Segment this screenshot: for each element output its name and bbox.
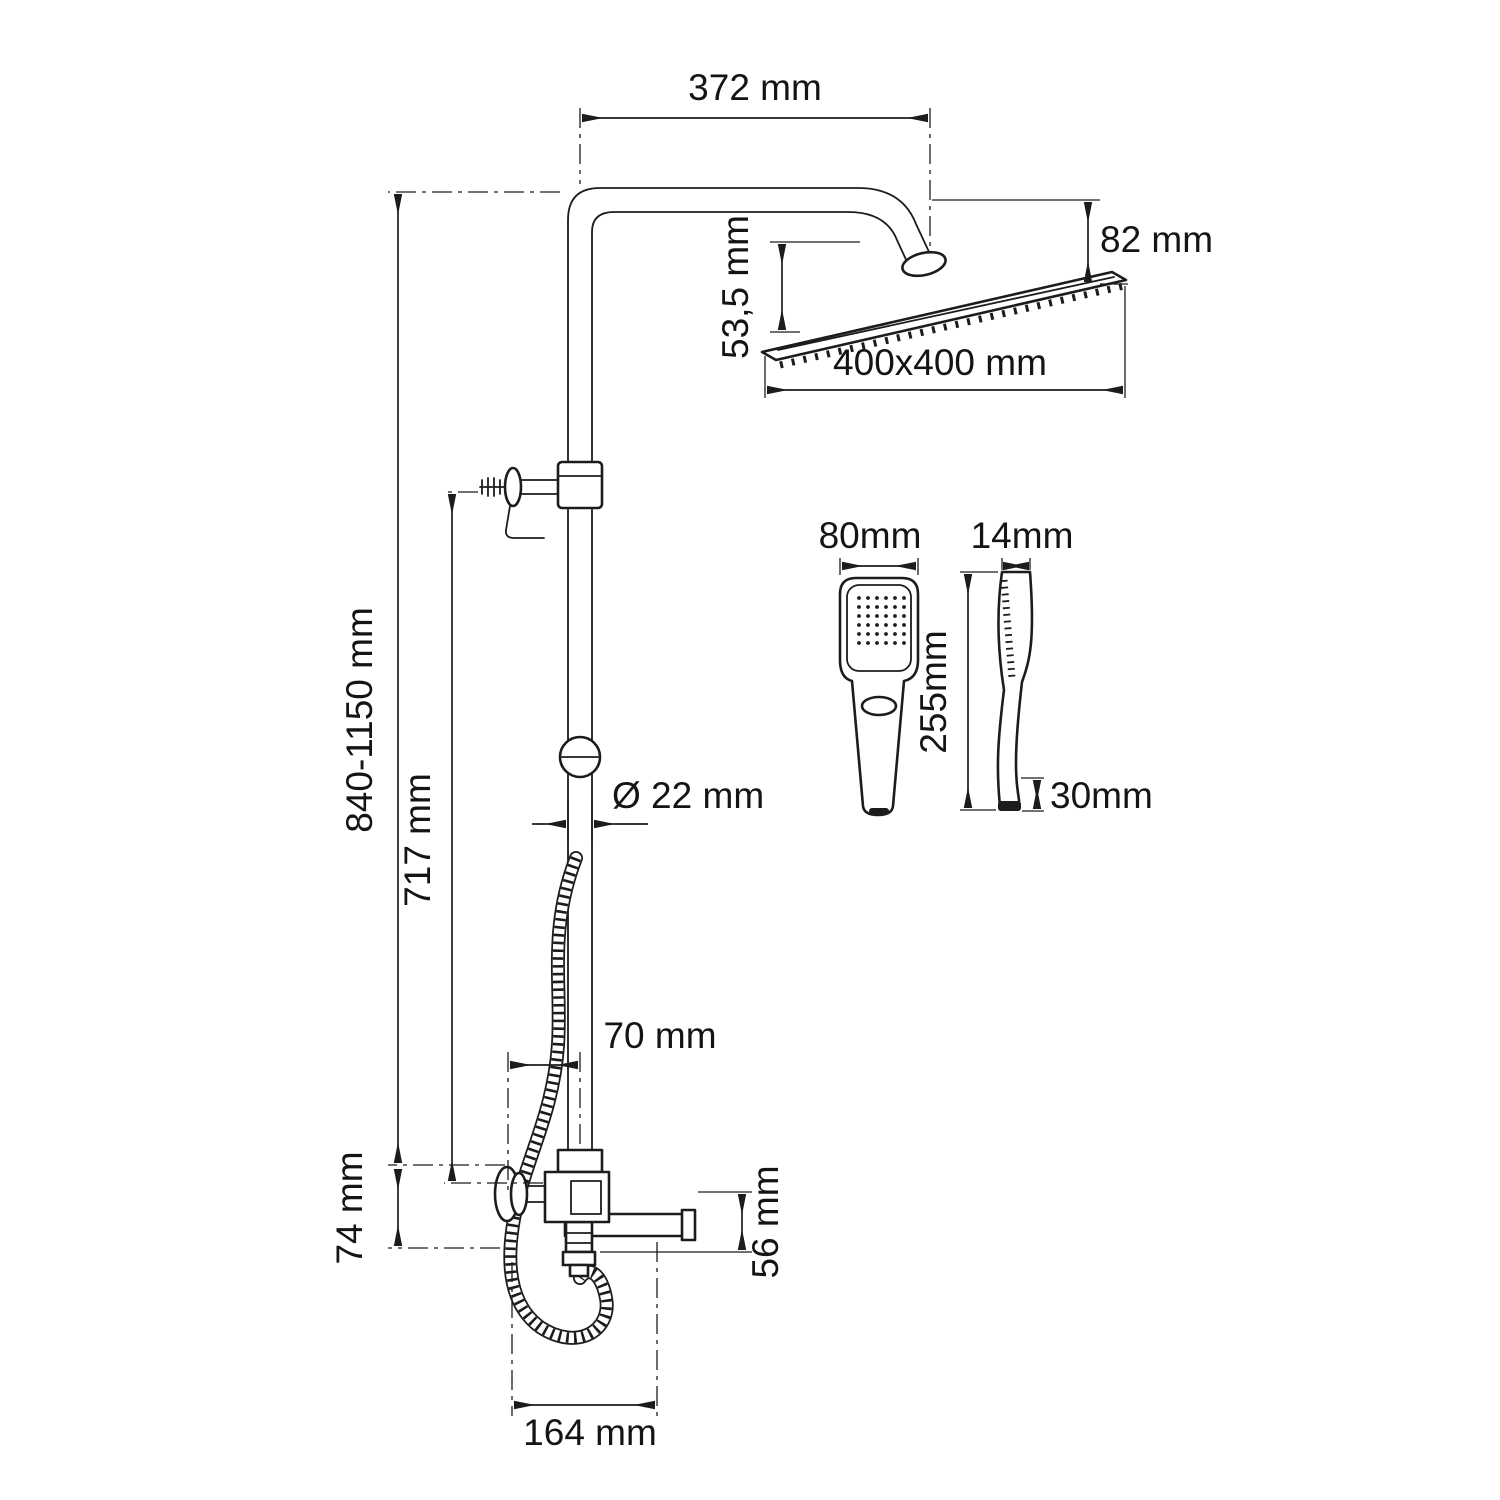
outlet-nut	[561, 1250, 597, 1267]
handle-base-mark	[869, 808, 889, 815]
arm-inner-line	[591, 211, 909, 1161]
side-outline	[996, 570, 1034, 808]
outlet-nipple	[568, 1263, 590, 1278]
dim-handshower-depth-label: 14mm	[971, 515, 1074, 556]
nozzle-grid	[853, 591, 906, 647]
riser-pipe-and-arm	[567, 187, 947, 1161]
spray-face-border	[846, 584, 912, 672]
bracket-collar	[556, 460, 604, 510]
bracket-screw	[479, 477, 506, 497]
dim-head-offset-label: 53,5 mm	[715, 215, 756, 359]
wall-bracket	[479, 460, 604, 539]
hand-shower-side-view	[996, 570, 1034, 811]
diverter-knob	[558, 735, 602, 779]
dim-spout-drop-label: 56 mm	[745, 1165, 786, 1278]
mixer-assembly	[493, 1148, 697, 1278]
side-spray-face-hatch	[1000, 579, 1016, 679]
dim-riser-length-label: 717 mm	[397, 773, 438, 907]
shower-column	[479, 187, 1128, 1345]
head-connector	[901, 250, 947, 278]
overhead-shower-head	[760, 270, 1128, 369]
dim-arm-reach-label: 372 mm	[688, 67, 822, 108]
dim-bracket-offset-label: 70 mm	[603, 1015, 716, 1056]
spout-end-cap	[680, 1208, 697, 1242]
handle-disc-inner	[509, 1171, 529, 1217]
dim-handshower-base-label: 30mm	[1050, 775, 1153, 816]
hose-outlet	[564, 1220, 594, 1254]
head-plate-edge	[777, 276, 1115, 351]
dim-pipe-diameter-label: Ø 22 mm	[612, 775, 764, 816]
dim-head-size-label: 400x400 mm	[833, 342, 1047, 383]
dim-mixer-height-label: 74 mm	[329, 1151, 370, 1264]
mode-button	[860, 695, 898, 717]
mixer-collar	[556, 1148, 604, 1174]
hose-core	[505, 852, 612, 1343]
hand-shower-front-view	[838, 576, 920, 817]
shower-hose	[503, 851, 614, 1345]
bracket-flange	[503, 466, 523, 508]
arm-outer-line	[567, 187, 931, 1161]
mixer-body-detail	[570, 1180, 602, 1215]
dim-column-height-label: 840-1150 mm	[339, 607, 380, 833]
dim-handshower-length-label: 255mm	[913, 630, 954, 753]
dimension-annotations: 372 mm 82 mm 53,5 mm 400x400 mm 840-1150…	[329, 67, 1213, 1453]
bracket-hook	[505, 505, 545, 539]
dim-spout-reach-label: 164 mm	[523, 1412, 657, 1453]
dim-handshower-width-label: 80mm	[819, 515, 922, 556]
dim-head-drop-label: 82 mm	[1100, 219, 1213, 260]
side-base-cap	[998, 801, 1021, 811]
